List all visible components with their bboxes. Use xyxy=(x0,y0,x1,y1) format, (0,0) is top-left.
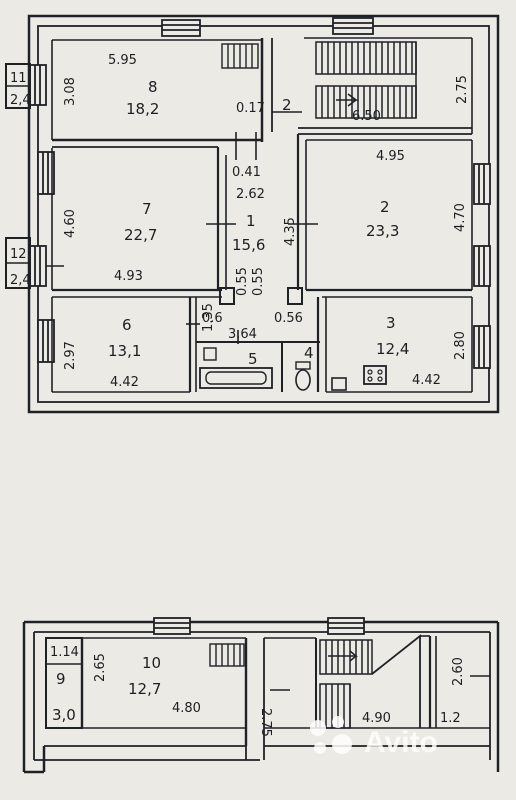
dim-room9-side: 2.65 xyxy=(93,653,108,682)
upper-floor-plan xyxy=(5,14,500,414)
side-label-11-small: 2,4 xyxy=(10,93,31,108)
dim-stair-width: 6.50 xyxy=(352,109,381,124)
upper-left-window-2 xyxy=(37,151,55,195)
dim-room3-right: 2.80 xyxy=(453,331,468,360)
radiator-icon-room8 xyxy=(221,43,259,69)
column-left xyxy=(219,287,235,305)
lower-plan-labels: 1.14 9 3,0 2.65 10 12,7 4.80 2.75 4.90 2… xyxy=(50,645,466,737)
upper-inner-wall xyxy=(37,25,490,403)
dim-mid-b: 0.6 xyxy=(202,311,223,326)
lower-top-window-2 xyxy=(327,617,365,635)
room-6-number: 6 xyxy=(122,316,132,334)
upper-plan-labels: 5.95 8 18,2 0.17 2 6.50 2.75 3.08 11 2,4… xyxy=(10,53,470,390)
room-6-area: 13,1 xyxy=(108,342,141,360)
dim-room9-top: 1.14 xyxy=(50,645,79,660)
room-10-area: 12,7 xyxy=(128,680,161,698)
room-1-area: 15,6 xyxy=(232,236,265,254)
sink-icon xyxy=(203,347,217,361)
dim-right-small: 1.2 xyxy=(440,711,461,726)
room-1-number: 1 xyxy=(246,212,256,230)
room-3-area: 12,4 xyxy=(376,340,409,358)
lower-top-window-1 xyxy=(153,617,191,635)
dim-mid-c: 0.55 xyxy=(235,267,250,296)
dim-mid-a: 1.35 xyxy=(201,303,216,332)
room-7-area: 22,7 xyxy=(124,226,157,244)
avito-logo-icon xyxy=(310,716,352,754)
dim-mid-side: 2.75 xyxy=(258,708,273,737)
stove-icon xyxy=(363,365,387,385)
upper-left-window-1 xyxy=(29,64,47,106)
avito-watermark: Avito xyxy=(310,716,438,759)
side-label-11: 11 xyxy=(10,71,27,86)
toilet-icon xyxy=(295,369,311,391)
dim-top-left: 5.95 xyxy=(108,53,137,68)
room-4-number: 4 xyxy=(304,344,314,362)
dim-room6-bottom: 4.42 xyxy=(110,375,139,390)
upper-right-window-3 xyxy=(473,325,491,369)
side-label-12: 12 xyxy=(10,247,27,262)
dim-room2-top: 4.95 xyxy=(376,149,405,164)
dim-room3-bottom: 4.42 xyxy=(412,373,441,388)
dim-mid-d: 0.55 xyxy=(251,267,266,296)
radiator-icon-room10 xyxy=(209,643,245,667)
room-7-number: 7 xyxy=(142,200,152,218)
dim-left-upper: 3.08 xyxy=(63,77,78,106)
room-9-number: 9 xyxy=(56,670,66,688)
room-8-number: 8 xyxy=(148,78,158,96)
room-2-area: 23,3 xyxy=(366,222,399,240)
dim-room1-top-a: 0.41 xyxy=(232,165,261,180)
dim-mid-f: 3.64 xyxy=(228,327,257,342)
staircase-upper xyxy=(315,41,417,119)
dim-room7-left: 4.60 xyxy=(63,209,78,238)
room-9-area: 3,0 xyxy=(52,706,76,724)
upper-outer-wall xyxy=(27,14,500,414)
dim-room6-left: 2.97 xyxy=(63,341,78,370)
upper-right-window-2 xyxy=(473,245,491,287)
dim-right-upper: 2.75 xyxy=(455,75,470,104)
room-2-stair-number: 2 xyxy=(282,96,292,114)
dim-room10-bottom: 4.80 xyxy=(172,701,201,716)
upper-top-window-2 xyxy=(332,17,374,35)
dim-room1-top-b: 2.62 xyxy=(236,187,265,202)
upper-right-window-1 xyxy=(473,163,491,205)
dim-right-side: 2.60 xyxy=(451,657,466,686)
room-8-area: 18,2 xyxy=(126,100,159,118)
dim-mid-e: 0.56 xyxy=(274,311,303,326)
room-10-number: 10 xyxy=(142,654,161,672)
upper-left-window-4 xyxy=(37,319,55,363)
room-5-number: 5 xyxy=(248,350,258,368)
room-2-number: 2 xyxy=(380,198,390,216)
upper-top-window-1 xyxy=(161,19,201,37)
dim-right-width: 4.90 xyxy=(362,711,391,726)
avito-watermark-text: Avito xyxy=(364,726,438,759)
bathtub-icon xyxy=(199,367,273,389)
dim-room1-side: 4.35 xyxy=(283,217,298,246)
lower-floor-plan xyxy=(22,617,500,774)
upper-left-window-3 xyxy=(29,245,47,287)
room-3-number: 3 xyxy=(386,314,396,332)
column-right xyxy=(287,287,303,305)
kitchen-sink-icon xyxy=(331,377,347,391)
dim-corridor-top: 0.17 xyxy=(236,101,265,116)
dim-room7-bottom: 4.93 xyxy=(114,269,143,284)
side-label-12-small: 2,4 xyxy=(10,273,31,288)
dim-room2-right: 4.70 xyxy=(453,203,468,232)
